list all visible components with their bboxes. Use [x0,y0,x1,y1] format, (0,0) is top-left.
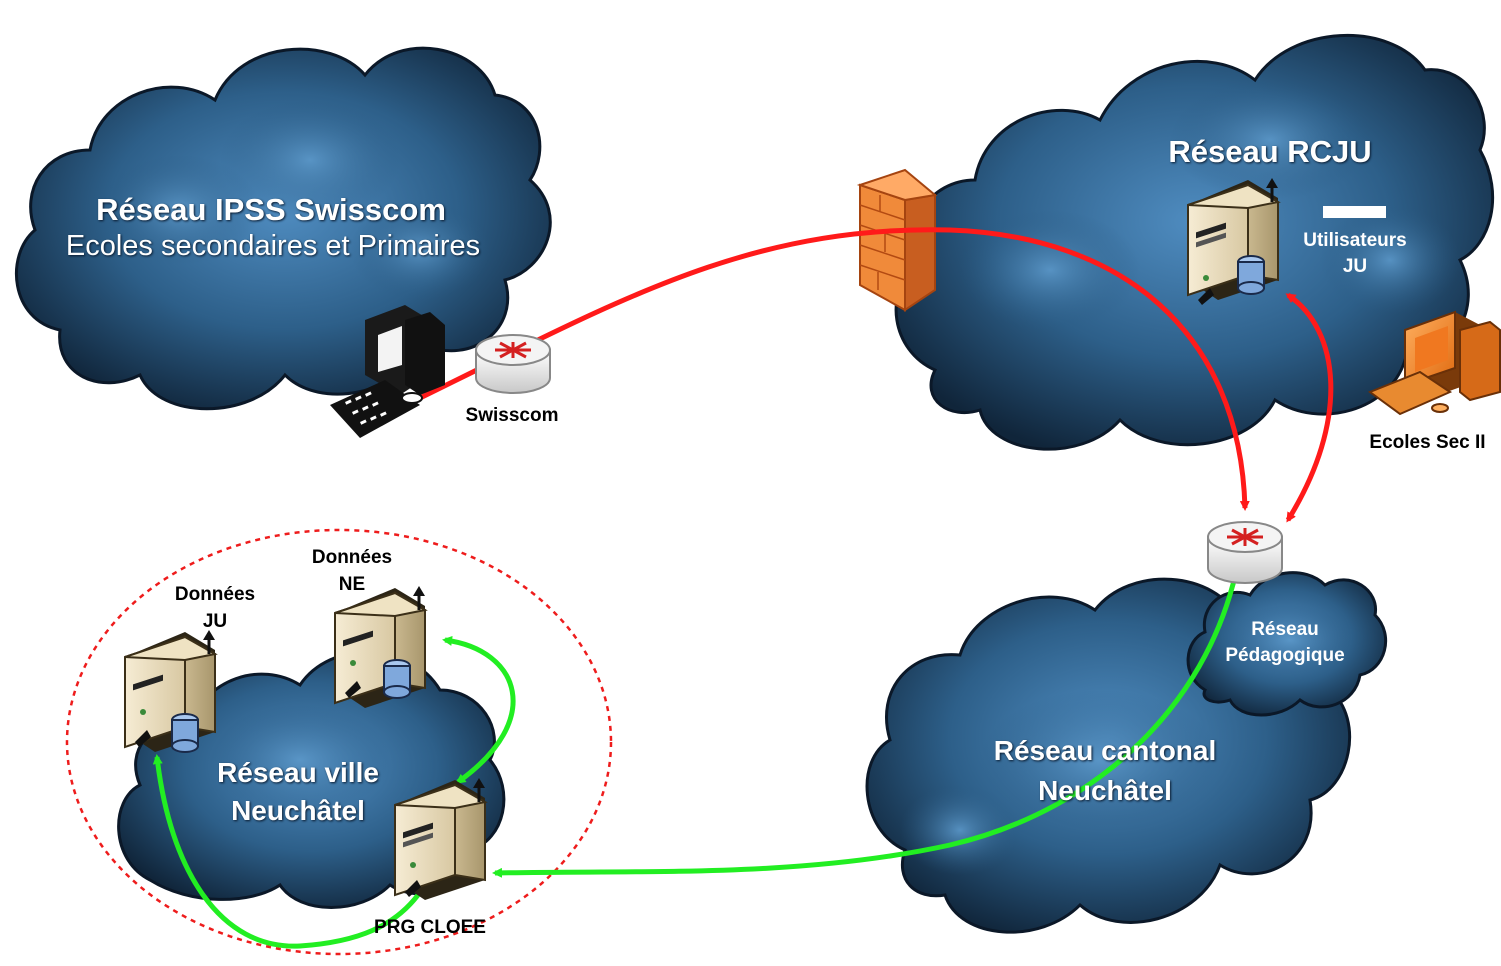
link-rcju-to-router [1285,292,1334,523]
swisscom-router-icon [475,334,551,394]
ecoles-sec-workstation-icon [1367,310,1501,416]
rcju-server-label-line2: JU [1342,256,1368,277]
pedagogique-label-line1: Réseau [1251,619,1319,640]
donnees-ju-label-line1: Données [174,584,256,605]
prg-cloee-label: PRG CLOEE [374,917,486,938]
link-donnees-ne-to-prg-cloee [442,635,516,785]
swisscom-router-label: Swisscom [465,405,559,426]
ipss-cloud-subtitle: Ecoles secondaires et Primaires [65,230,481,262]
donnees-ne-label-line1: Données [311,547,393,568]
cantonal-router-icon [1207,521,1283,584]
link-swisscom-to-cantonal-router [418,227,1250,511]
donnees-ju-label-line2: JU [202,611,228,632]
redacted-bar [1323,206,1386,218]
donnees-ne-label-line2: NE [338,574,366,595]
firewall-icon [856,168,938,312]
ville-cloud-title-line2: Neuchâtel [231,795,365,826]
ecoles-sec-label: Ecoles Sec II [1369,432,1486,453]
pedagogique-label-line2: Pédagogique [1225,645,1345,666]
cantonal-cloud-title-line2: Neuchâtel [1038,775,1172,806]
workstation-icon [330,305,445,438]
ipss-cloud-title: Réseau IPSS Swisscom [96,192,446,227]
cloud-ipss-swisscom [14,46,552,411]
server-icon-rcju [1187,178,1281,305]
link-donnees-ju-to-prg-cloee [152,754,420,949]
ville-cloud-title-line1: Réseau ville [217,757,379,788]
server-icon-donnees-ne [334,586,428,708]
cantonal-cloud-title-line1: Réseau cantonal [993,735,1217,766]
rcju-cloud-title: Réseau RCJU [1168,134,1372,169]
server-icon-donnees-ju [124,630,218,753]
rcju-server-label-line1: Utilisateurs [1303,230,1407,251]
server-icon-prg-cloee [394,778,488,900]
link-router-to-prg-cloee [492,549,1244,878]
